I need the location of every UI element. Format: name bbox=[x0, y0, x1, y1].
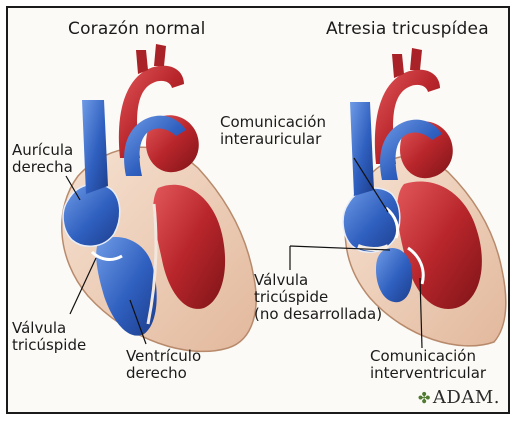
label-right-atrium: Aurícula derecha bbox=[12, 142, 73, 176]
label-tricuspid-valve: Válvula tricúspide bbox=[12, 320, 86, 354]
label-atrial-septal-defect: Comunicación interauricular bbox=[220, 114, 326, 148]
superior-vena-cava-normal bbox=[82, 100, 108, 194]
adam-logo: ✤ADAM. bbox=[418, 387, 500, 408]
leaf-icon: ✤ bbox=[418, 389, 431, 407]
title-normal-heart: Corazón normal bbox=[68, 20, 206, 39]
title-tricuspid-atresia: Atresia tricuspídea bbox=[326, 20, 489, 39]
label-undeveloped-tricuspid-valve: Válvula tricúspide (no desarrollada) bbox=[254, 272, 382, 322]
label-right-ventricle: Ventrículo derecho bbox=[126, 348, 201, 382]
label-ventricular-septal-defect: Comunicación interventricular bbox=[370, 348, 486, 382]
superior-vena-cava-atresia bbox=[350, 102, 374, 196]
adam-logo-text: ADAM. bbox=[433, 387, 500, 408]
diagram-frame: Corazón normal Atresia tricuspídea Auríc… bbox=[6, 6, 510, 414]
right-atrium-atresia bbox=[343, 188, 400, 252]
normal-heart bbox=[62, 44, 256, 351]
